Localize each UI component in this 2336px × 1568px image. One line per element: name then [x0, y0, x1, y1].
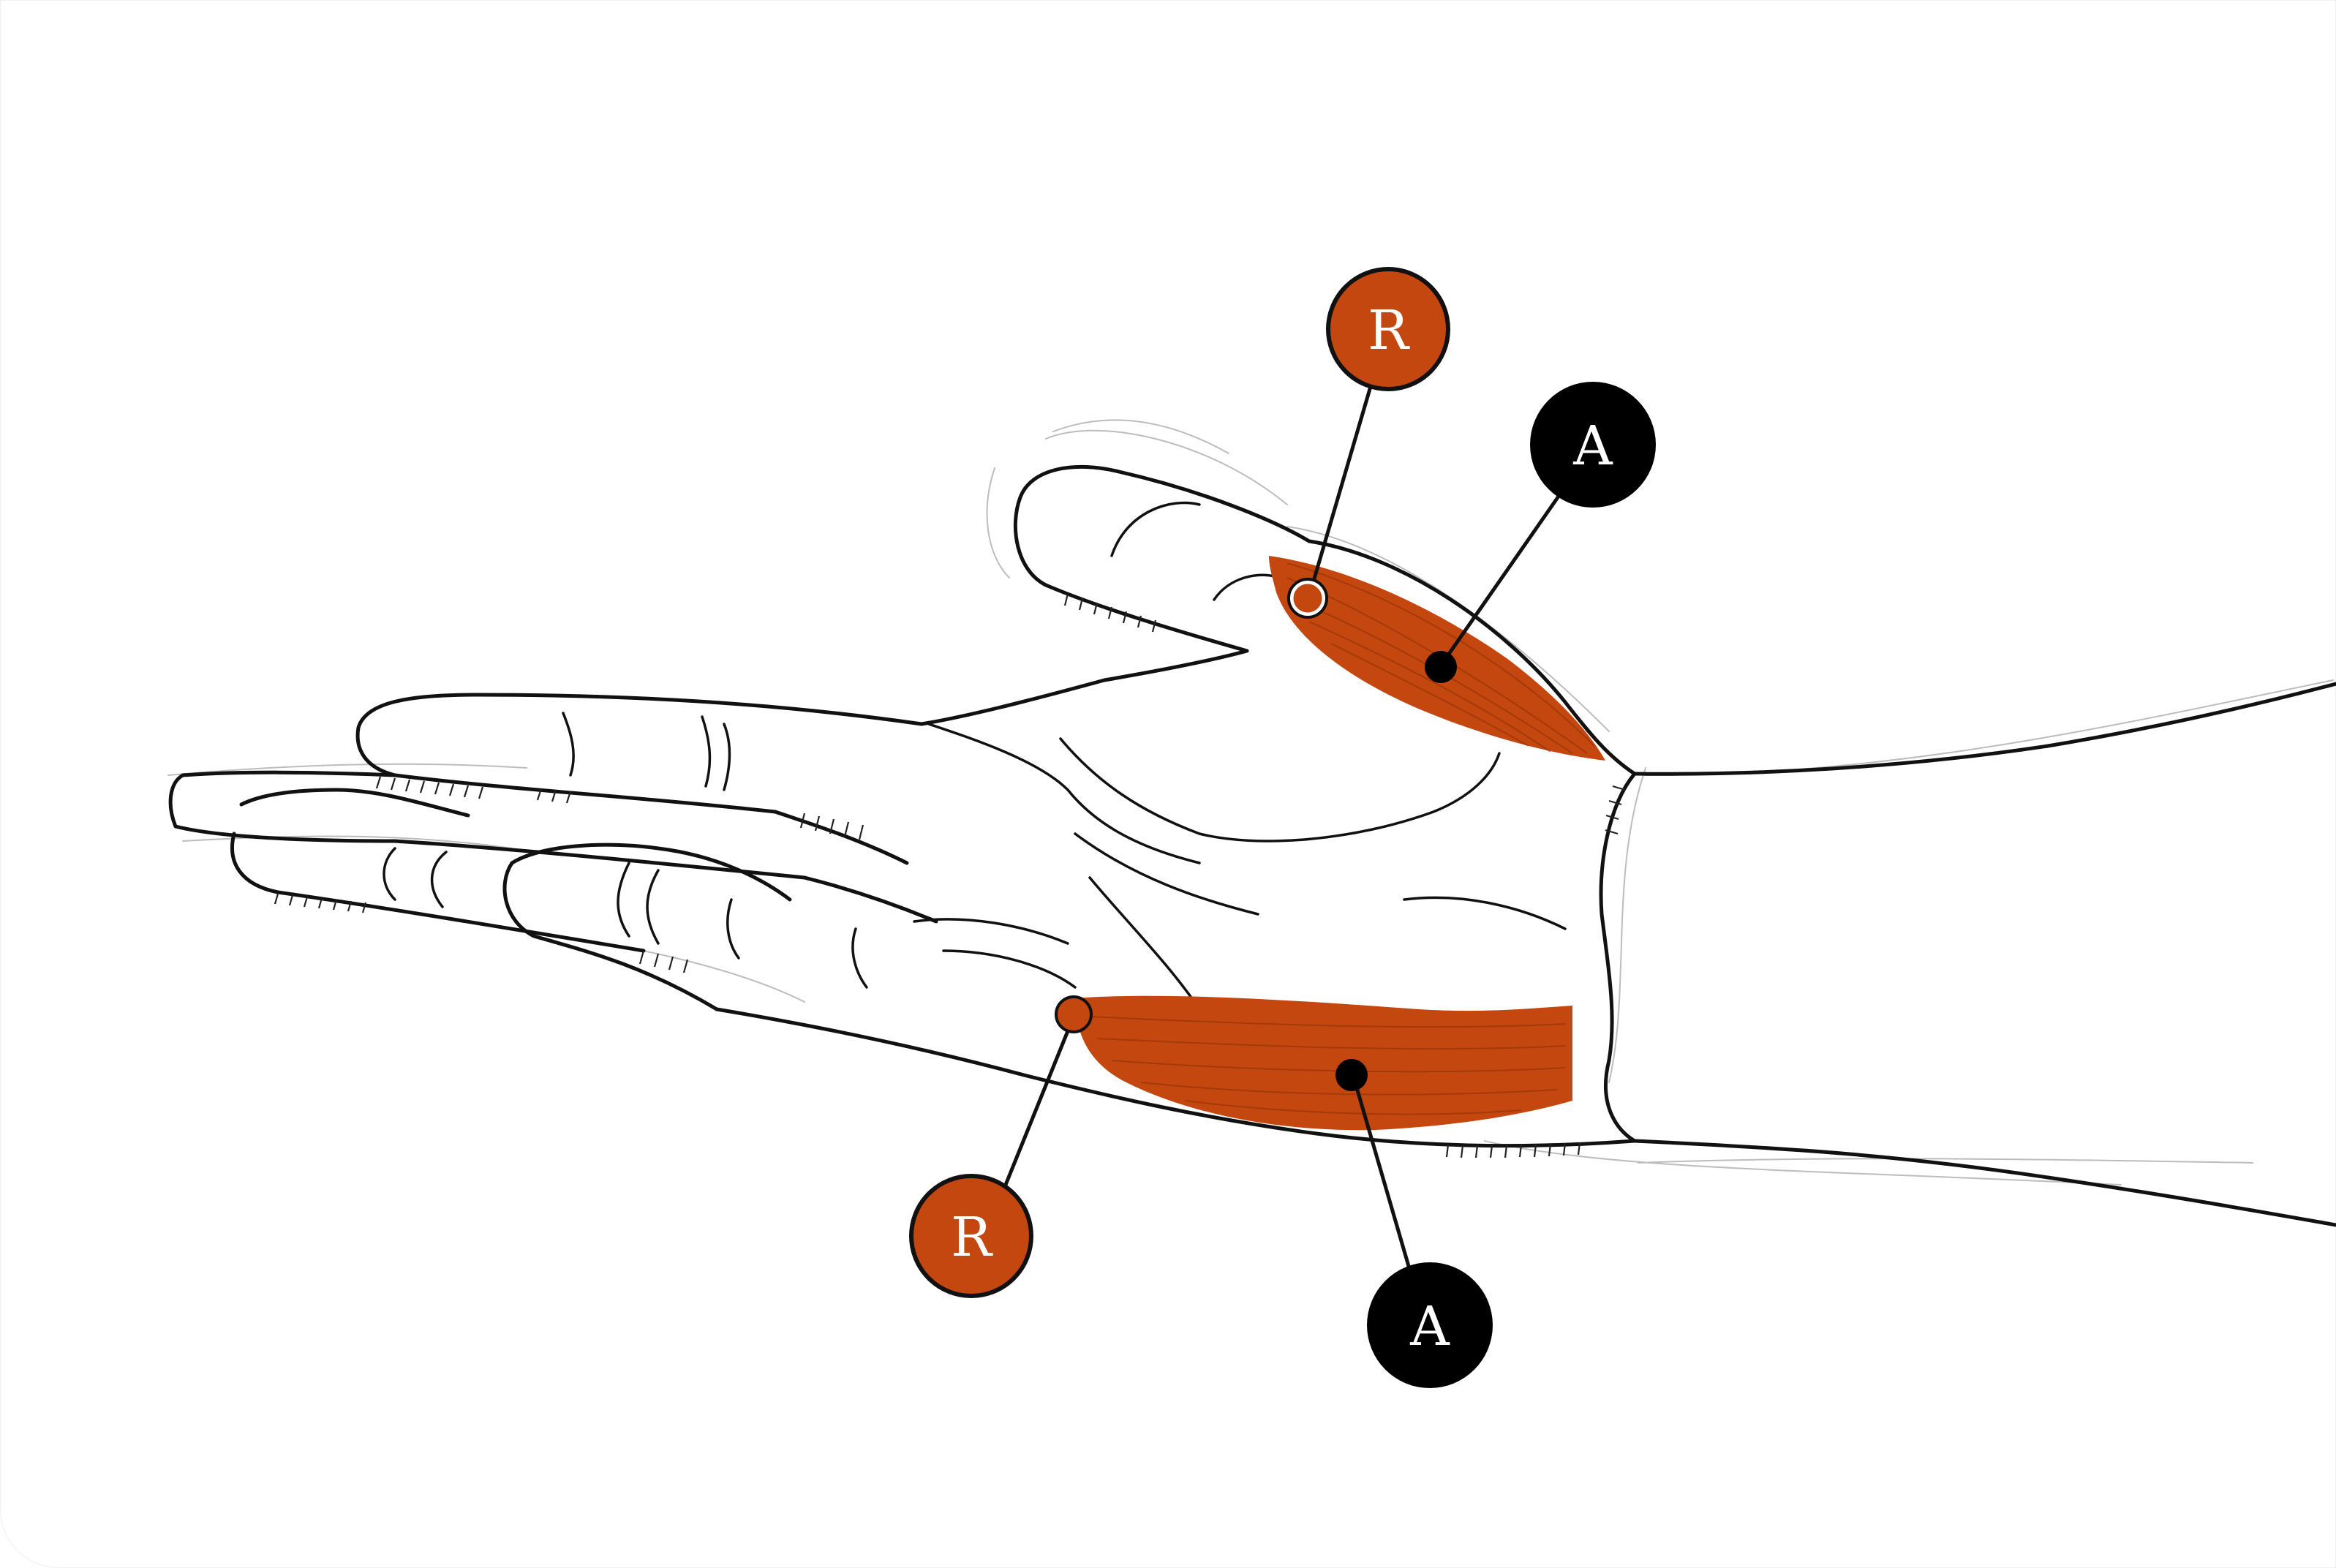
thumb-origin-dot-ring [1287, 578, 1328, 619]
thumb-action-badge [1530, 382, 1656, 508]
label-thumb-action: A [1530, 382, 1656, 508]
pinky-action-label: A [1409, 1295, 1450, 1358]
pinky-origin-dot [1055, 995, 1093, 1033]
attachment-dots [1055, 578, 1457, 1091]
pinky-action-dot [1335, 1059, 1368, 1091]
thumb-action-dot [1425, 651, 1457, 683]
leader-lines [1003, 382, 1560, 1278]
thumb-origin-dot [1289, 580, 1326, 617]
label-pinky-action: A [1367, 1262, 1493, 1388]
thumb-origin-label: R [1368, 299, 1410, 362]
label-pinky-origin: R [909, 1174, 1033, 1298]
label-thumb-origin: R [1326, 267, 1450, 391]
thumb-action-label: A [1572, 415, 1613, 478]
pinky-origin-badge [909, 1174, 1033, 1298]
thumb-origin-badge [1326, 267, 1450, 391]
hypothenar-muscle [1075, 995, 1572, 1131]
shading-hatches [274, 593, 1626, 1158]
pinky-action-badge [1367, 1262, 1493, 1388]
pinky-origin-label: R [951, 1206, 993, 1269]
hand-outline [168, 464, 2336, 1227]
